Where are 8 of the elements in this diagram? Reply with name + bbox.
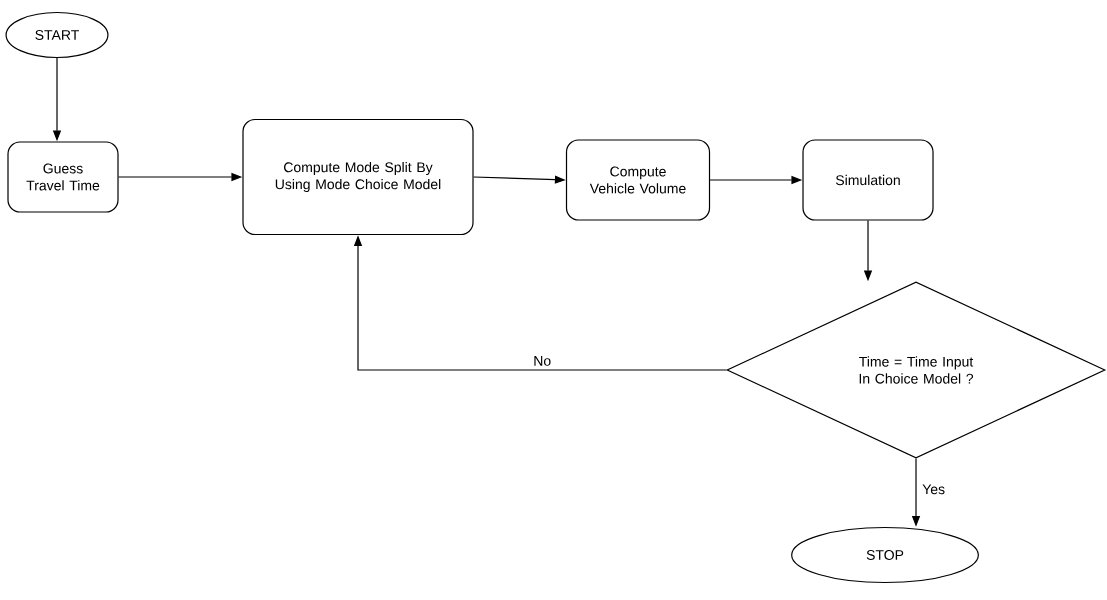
- terminal-oval: START: [5, 11, 109, 59]
- process-box: Compute Mode Split By Using Mode Choice Model: [242, 118, 474, 236]
- process-box: Compute Vehicle Volume: [565, 139, 711, 221]
- process-box: Simulation: [802, 139, 934, 221]
- edge-label: Yes: [920, 482, 948, 497]
- edge-label: No: [531, 354, 554, 368]
- process-box: Guess Travel Time: [7, 141, 119, 213]
- terminal-oval: STOP: [791, 526, 979, 584]
